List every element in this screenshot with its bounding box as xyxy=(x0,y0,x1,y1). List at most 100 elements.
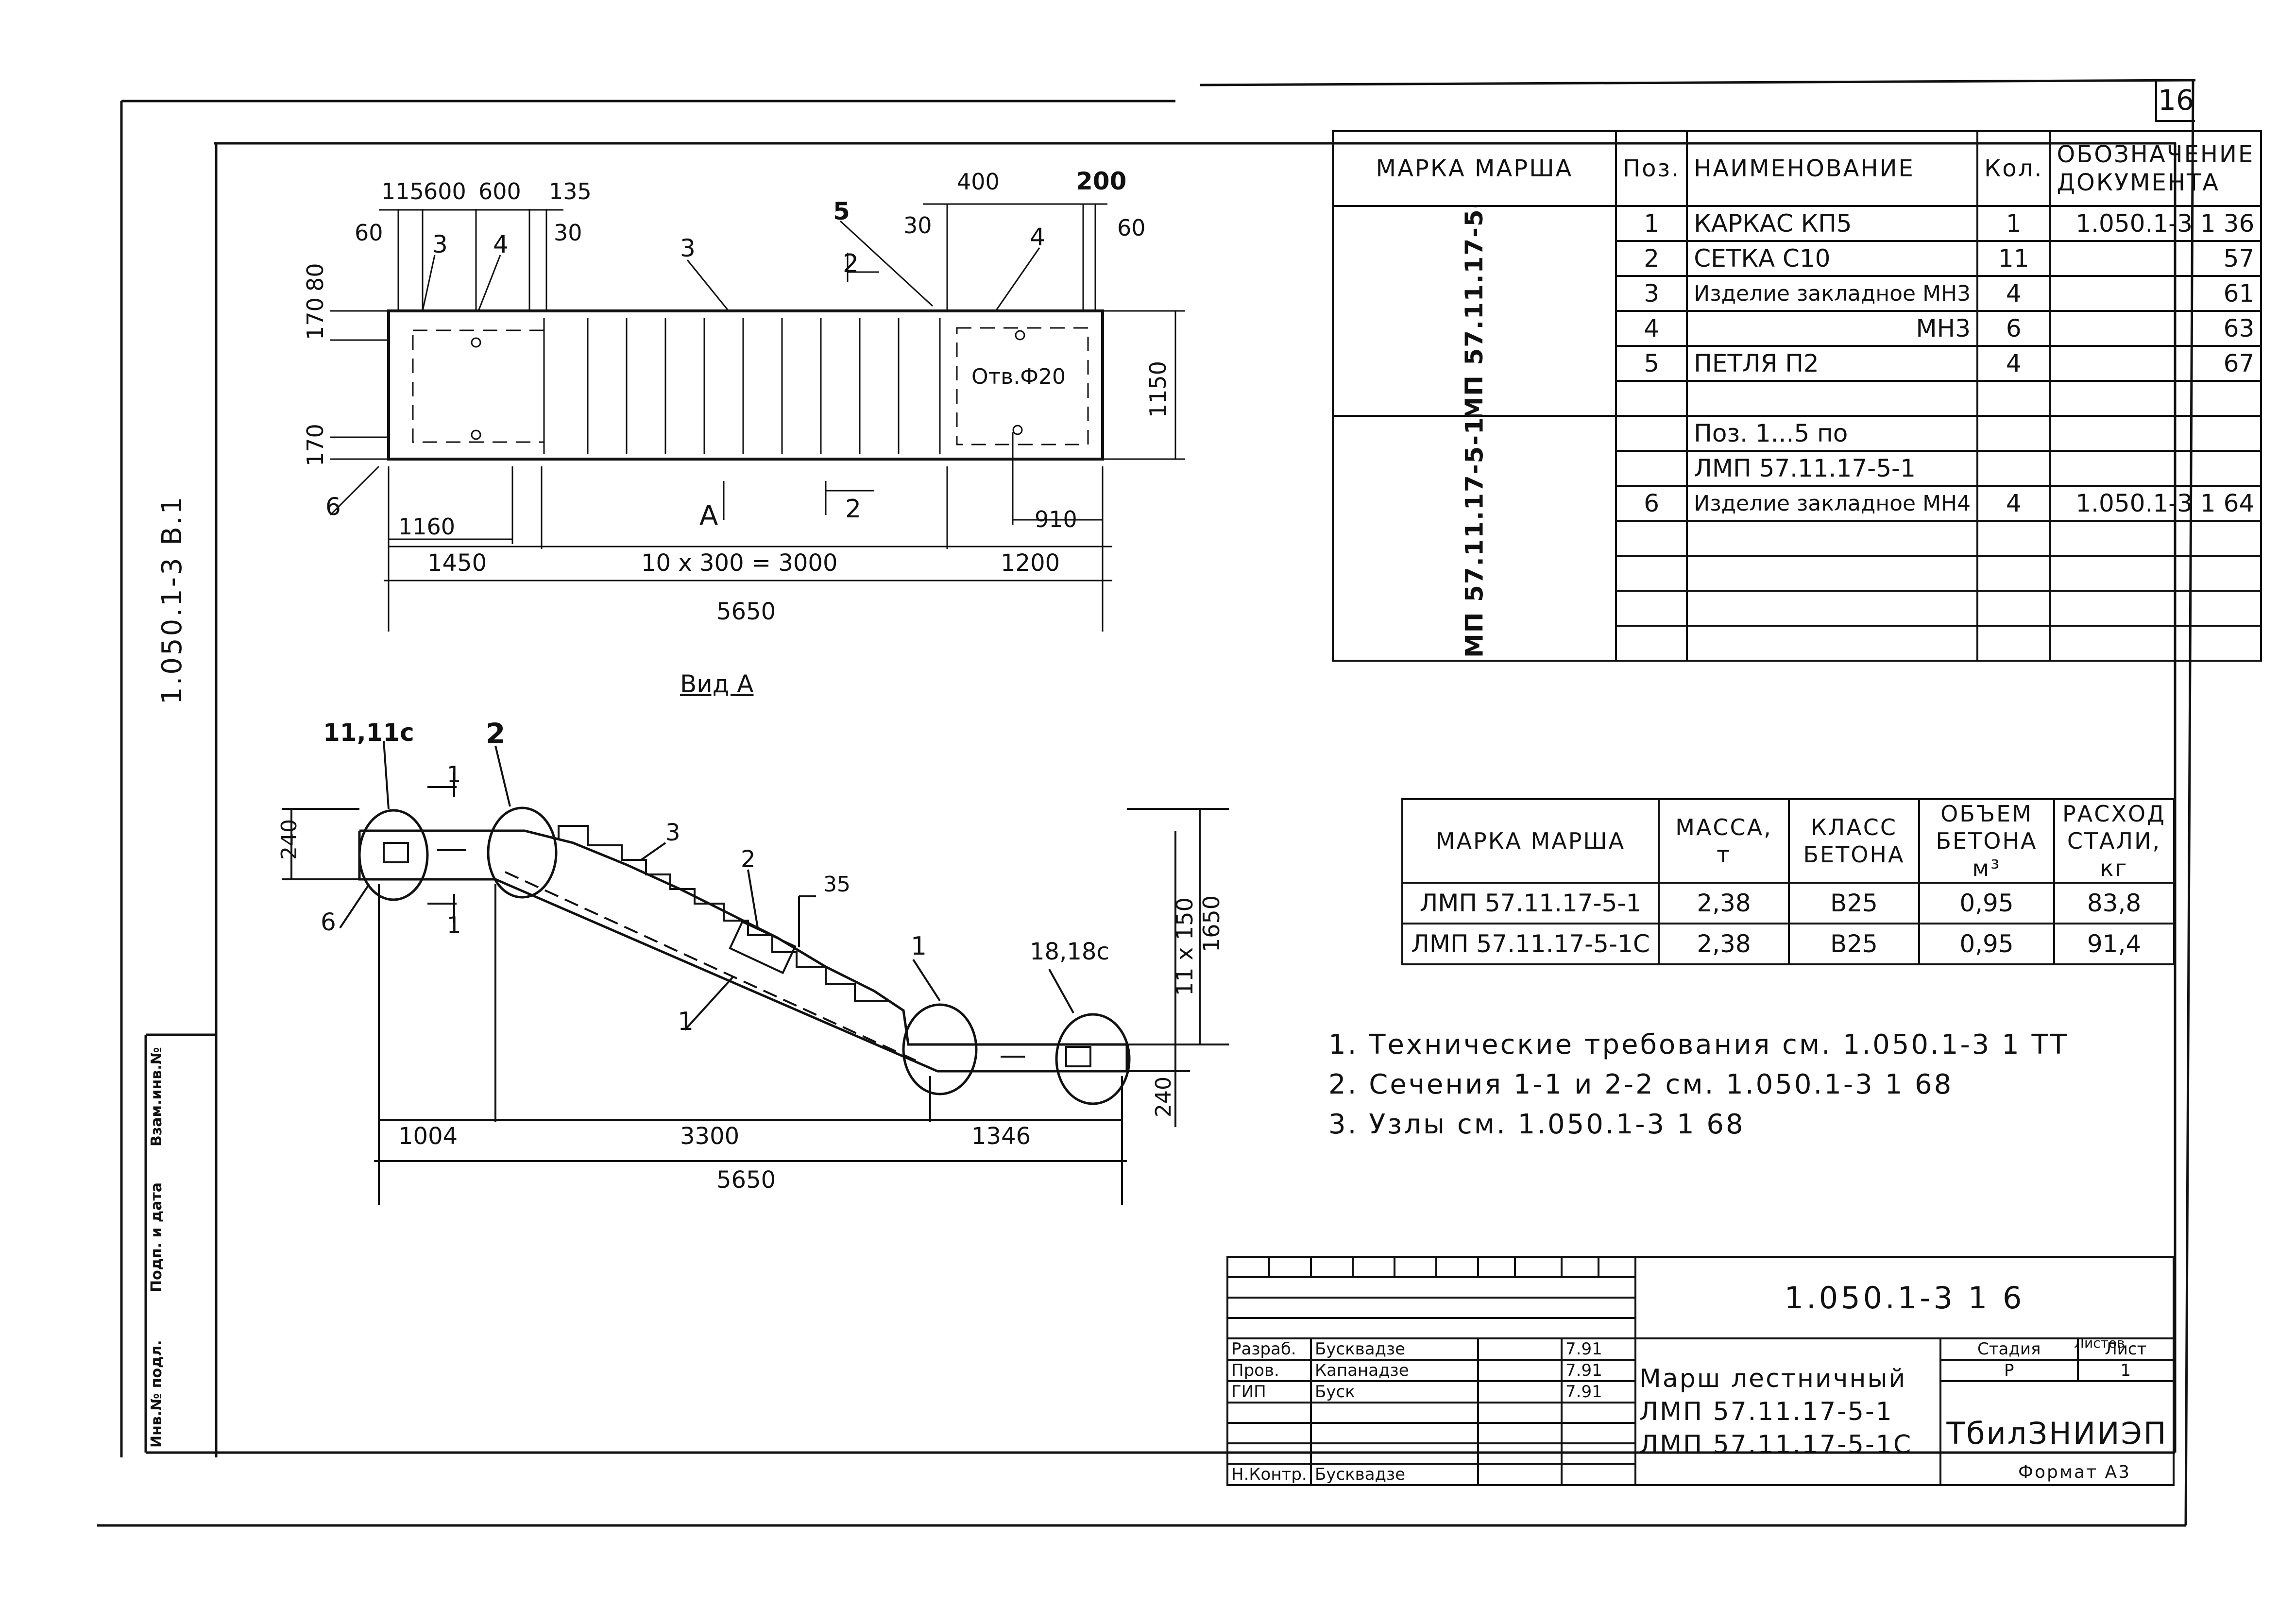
callout-3-view: 3 xyxy=(665,819,680,846)
callout-18-18c: 18,18с xyxy=(1030,938,1109,965)
spec-header-pos: Поз. xyxy=(1615,130,1688,207)
spec-pos: 1 xyxy=(1615,205,1688,242)
spec-mark-1: ЛМП 57.11.17-5-1 xyxy=(1331,205,1617,417)
spec-pos: 2 xyxy=(1615,240,1688,277)
dim-1160: 1160 xyxy=(398,514,455,540)
mass-header-mass: МАССА, т xyxy=(1658,798,1790,884)
dim-30-left: 30 xyxy=(554,220,582,246)
dim-1004: 1004 xyxy=(398,1123,458,1150)
spec-name: Поз. 1...5 по xyxy=(1686,415,1979,452)
section-2-bottom: 2 xyxy=(845,495,861,524)
section-a-mark: А xyxy=(699,500,718,531)
dim-1150: 1150 xyxy=(1145,361,1171,418)
spec-qty: 4 xyxy=(1976,345,2051,382)
stage-head: Стадия xyxy=(1939,1337,2079,1361)
dim-600b: 600 xyxy=(478,178,521,205)
dim-30-right: 30 xyxy=(903,212,932,239)
dim-400: 400 xyxy=(957,169,1000,195)
mass-cell: 0,95 xyxy=(1918,882,2055,924)
spec-doc: 1.050.1-3 1 64 xyxy=(2049,485,2262,522)
dim-5650-plan: 5650 xyxy=(716,598,776,625)
spec-qty: 1 xyxy=(1976,205,2051,242)
format-label: Формат А3 xyxy=(2018,1462,2131,1482)
spec-qty: 11 xyxy=(1976,240,2051,277)
spec-qty: 6 xyxy=(1976,310,2051,347)
mass-header-class: КЛАСС БЕТОНА xyxy=(1788,798,1920,884)
mass-cell: В25 xyxy=(1788,882,1920,924)
note-2: 2. Сечения 1-1 и 2-2 см. 1.050.1-3 1 68 xyxy=(1328,1069,1954,1100)
stamp-sign xyxy=(1477,1380,1563,1404)
callout-4-left: 4 xyxy=(493,230,509,258)
spec-doc xyxy=(2049,415,2262,452)
dim-200: 200 xyxy=(1076,167,1126,195)
stamp-sign xyxy=(1477,1359,1563,1382)
dim-910: 910 xyxy=(1035,506,1077,532)
side-sign-label: Подп. и дата xyxy=(148,1182,165,1292)
stamp-name: Бусквадзе xyxy=(1310,1337,1479,1361)
spec-qty: 4 xyxy=(1976,275,2051,312)
stamp-name: Буск xyxy=(1310,1380,1479,1404)
spec-doc: 67 xyxy=(2049,345,2262,382)
dim-170-top: 170 xyxy=(302,297,328,340)
dim-240-top: 240 xyxy=(277,819,302,860)
callout-11-11c: 11,11с xyxy=(323,719,414,747)
spec-pos xyxy=(1615,415,1688,452)
mass-cell: В25 xyxy=(1788,923,1920,965)
spec-header-qty: Кол. xyxy=(1976,130,2051,207)
organization: ТбилЗНИИЭП xyxy=(1939,1380,2175,1486)
spec-pos: 3 xyxy=(1615,275,1688,312)
dim-3300: 3300 xyxy=(680,1123,739,1150)
spec-name: Изделие закладное МН3 xyxy=(1686,275,1979,312)
stair-view-a: 11,11с 2 3 2 35 1 18,18с 1 6 1 1 240 240… xyxy=(277,717,1229,1205)
callout-3-mid: 3 xyxy=(680,234,696,262)
stamp-name: Бусквадзе xyxy=(1310,1463,1479,1486)
spec-header-mark: МАРКА МАРША xyxy=(1331,130,1617,207)
spec-header-doc: ОБОЗНАЧЕНИЕ ДОКУМЕНТА xyxy=(2049,130,2262,207)
stamp-date: 7.91 xyxy=(1561,1337,1636,1361)
mass-cell: 2,38 xyxy=(1658,923,1790,965)
dim-60-left: 60 xyxy=(355,220,383,246)
spec-doc: 61 xyxy=(2049,275,2262,312)
mass-cell: 0,95 xyxy=(1918,923,2055,965)
title-line-1: Марш лестничный xyxy=(1639,1364,1907,1393)
spec-pos xyxy=(1615,450,1688,487)
page-number: 16 xyxy=(2155,80,2195,122)
stamp-sign xyxy=(1477,1337,1563,1361)
title-line-2: ЛМП 57.11.17-5-1 xyxy=(1639,1397,1893,1426)
dim-240-bottom: 240 xyxy=(1151,1077,1176,1117)
dim-60-right: 60 xyxy=(1117,215,1146,241)
callout-6-view: 6 xyxy=(321,908,336,936)
dim-5650-view: 5650 xyxy=(716,1166,776,1194)
spec-doc: 63 xyxy=(2049,310,2262,347)
dim-35: 35 xyxy=(823,872,850,897)
dim-1650: 1650 xyxy=(1198,895,1225,952)
spec-doc xyxy=(2049,450,2262,487)
spec-doc: 57 xyxy=(2049,240,2262,277)
callout-2-view: 2 xyxy=(741,846,756,873)
stamp-role: Пров. xyxy=(1226,1359,1312,1382)
dim-115: 115 xyxy=(381,178,424,205)
dim-10x300: 10 х 300 = 3000 xyxy=(641,549,838,577)
callout-3-left: 3 xyxy=(432,230,448,258)
spec-mark-2: ЛМП 57.11.17-5-1С xyxy=(1331,415,1617,662)
spec-name: СЕТКА С10 xyxy=(1686,240,1979,277)
spec-name: КАРКАС КП5 xyxy=(1686,205,1979,242)
mass-table: МАРКА МАРША МАССА, т КЛАСС БЕТОНА ОБЪЕМ … xyxy=(1401,798,2175,965)
title-block: 1.050.1-3 1 6 Разраб. Бусквадзе 7.91 Мар… xyxy=(1226,1256,2175,1486)
mass-header-volume: ОБЪЕМ БЕТОНА м³ xyxy=(1918,798,2055,884)
doc-code: 1.050.1-3 1 6 xyxy=(1634,1256,2175,1339)
stamp-name: Капанадзе xyxy=(1310,1359,1479,1382)
stamp-sign xyxy=(1477,1463,1563,1486)
spec-name: МН3 xyxy=(1686,310,1979,347)
sheets-value: 1 xyxy=(2076,1359,2175,1382)
note-3: 3. Узлы см. 1.050.1-3 1 68 xyxy=(1328,1109,1745,1140)
spec-name: ПЕТЛЯ П2 xyxy=(1686,345,1979,382)
spec-pos: 5 xyxy=(1615,345,1688,382)
title-line-3: ЛМП 57.11.17-5-1С xyxy=(1639,1430,1913,1459)
mass-cell: 91,4 xyxy=(2053,923,2175,965)
specification-table: МАРКА МАРША Поз. НАИМЕНОВАНИЕ Кол. ОБОЗН… xyxy=(1331,130,2262,662)
stair-plan: 115 600 600 135 60 30 400 200 30 60 170 … xyxy=(302,167,1185,632)
dim-600a: 600 xyxy=(424,178,466,205)
